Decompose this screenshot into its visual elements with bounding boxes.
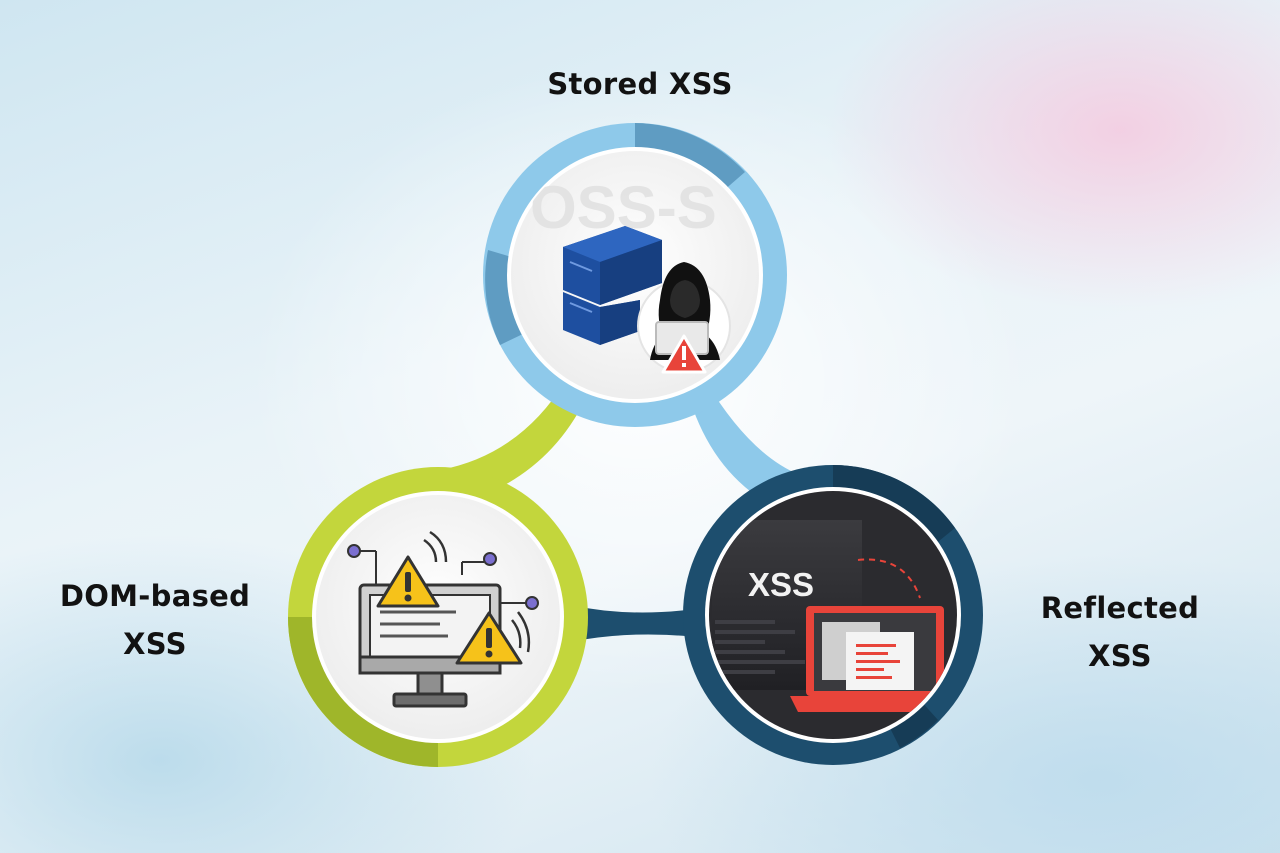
monitor-warning-icon [347,530,539,708]
reflected-xss-label: Reflected XSS [1000,584,1240,680]
screen-xss-text: XSS [748,566,814,603]
dom-based-xss-label: DOM-based XSS [20,572,290,668]
dom-based-xss-line2: XSS [123,627,187,661]
reflected-xss-line1: Reflected [1040,591,1200,625]
stored-xss-node: OSS-S [483,123,787,427]
database-server-hacker-icon [563,226,731,374]
stored-xss-label: Stored XSS [490,60,790,108]
reflected-xss-line2: XSS [1088,639,1152,673]
stored-xss-title: Stored XSS [547,67,733,101]
reflected-xss-node: XSS [683,465,983,765]
dom-based-xss-node [288,467,588,767]
dom-based-xss-line1: DOM-based [59,579,251,613]
laptop-xss-icon: XSS [709,491,957,739]
